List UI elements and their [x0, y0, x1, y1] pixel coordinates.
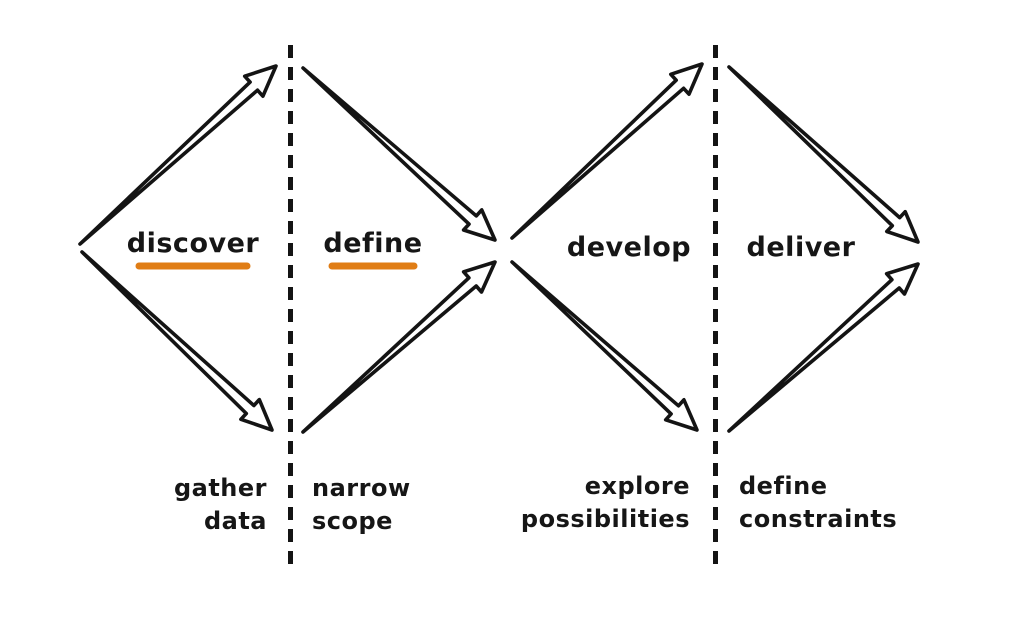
phase-label-discover: discover: [127, 228, 260, 259]
caption-narrow-scope-line-1: narrow: [312, 474, 411, 502]
caption-narrow-scope-line-2: scope: [312, 507, 393, 535]
arrow-develop-bottom: [510, 260, 699, 432]
phase-label-develop: develop: [567, 232, 691, 263]
arrow-deliver-bottom: [727, 262, 920, 433]
caption-define-constraints: define constraints: [739, 472, 897, 533]
caption-gather-data-line-2: data: [204, 507, 267, 535]
arrow-deliver-top: [727, 65, 920, 244]
arrow-define-bottom: [301, 260, 497, 434]
arrow-discover-bottom: [80, 250, 274, 432]
arrow-develop-top: [510, 62, 704, 240]
caption-narrow-scope: narrow scope: [312, 474, 411, 535]
caption-gather-data-line-1: gather: [174, 474, 267, 502]
caption-explore-possibilities-line-1: explore: [585, 472, 690, 500]
phase-label-define: define: [323, 228, 422, 259]
phase-label-deliver: deliver: [747, 232, 856, 263]
caption-gather-data: gather data: [174, 474, 267, 535]
caption-define-constraints-line-2: constraints: [739, 505, 897, 533]
caption-define-constraints-line-1: define: [739, 472, 828, 500]
arrow-discover-top: [78, 64, 278, 246]
caption-explore-possibilities: explore possibilities: [521, 472, 690, 533]
arrow-define-top: [301, 66, 497, 242]
caption-explore-possibilities-line-2: possibilities: [521, 505, 690, 533]
